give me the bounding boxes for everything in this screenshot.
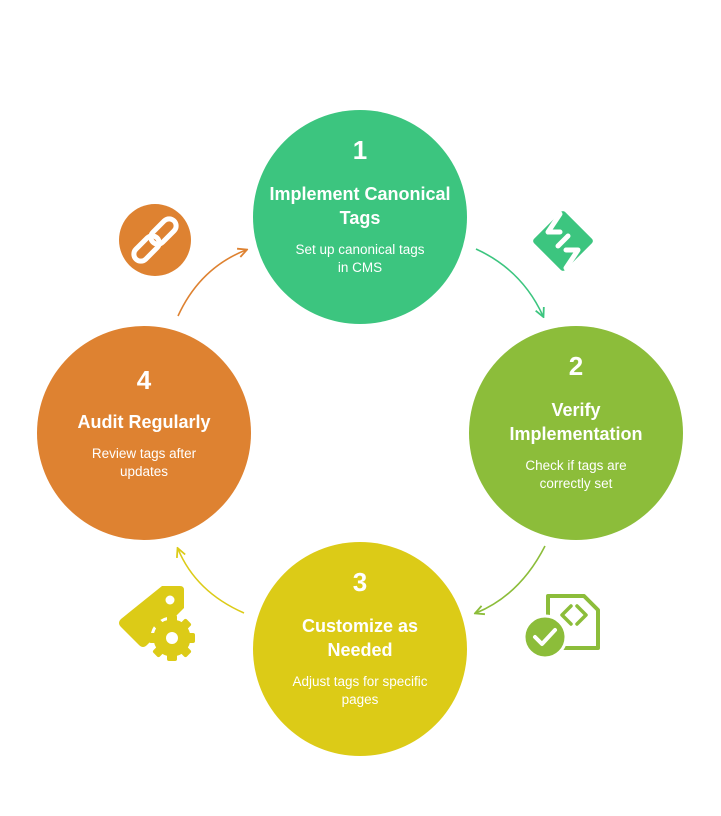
step-description: Review tags after updates: [91, 446, 197, 479]
step-title: Implement Canonical Tags: [269, 184, 451, 228]
chain-link-icon: [119, 204, 191, 276]
step-description: Set up canonical tags in CMS: [295, 242, 425, 275]
link-diamond-icon: [533, 211, 593, 271]
step-description: Adjust tags for specific pages: [292, 674, 428, 707]
tag-gear-icon: [119, 586, 195, 661]
step-3-circle: 3 Customize as Needed Adjust tags for sp…: [253, 542, 467, 756]
step-title: Customize as Needed: [301, 616, 419, 660]
step-description: Check if tags are correctly set: [525, 458, 627, 491]
step-number: 2: [568, 351, 584, 381]
step-4-circle: 4 Audit Regularly Review tags after upda…: [37, 326, 251, 540]
arrow-step3-to-step4: [178, 549, 245, 614]
step-title: Audit Regularly: [77, 412, 211, 432]
step-1-circle: 1 Implement Canonical Tags Set up canoni…: [253, 110, 467, 324]
arrow-step2-to-step3: [476, 545, 546, 613]
arrow-step4-to-step1: [177, 250, 246, 317]
step-number: 1: [352, 135, 368, 165]
step-number: 4: [136, 365, 152, 395]
step-number: 3: [352, 567, 368, 597]
code-file-check-icon: [522, 594, 600, 660]
step-2-circle: 2 Verify Implementation Check if tags ar…: [469, 326, 683, 540]
step-title: Verify Implementation: [509, 400, 643, 444]
arrow-step1-to-step2: [475, 248, 543, 316]
